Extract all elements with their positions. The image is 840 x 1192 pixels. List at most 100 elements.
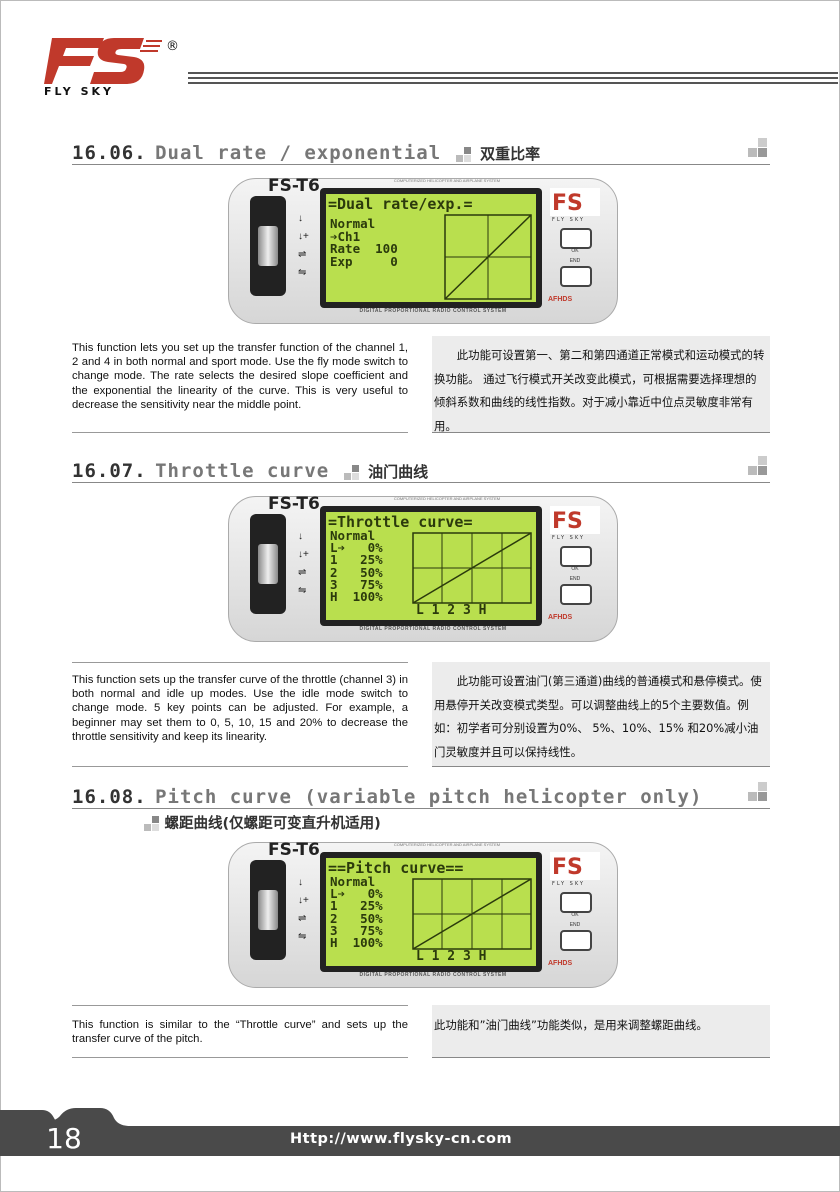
model-label: FS-T6 (268, 176, 320, 196)
section-title-cn: 螺距曲线(仅螺距可变直升机适用) (164, 816, 381, 832)
section-rule (72, 808, 770, 809)
text-rule-cn (432, 432, 770, 433)
tx-footer-text: DIGITAL PROPORTIONAL RADIO CONTROL SYSTE… (359, 308, 507, 314)
tx-footer-text: DIGITAL PROPORTIONAL RADIO CONTROL SYSTE… (359, 972, 507, 978)
ok-label: OK (571, 912, 579, 918)
svg-text:FLY SKY: FLY SKY (552, 217, 585, 222)
section-title-cn: 油门曲线 (368, 463, 429, 481)
transmitter-image: FS-T6 COMPUTERIZED HELICOPTER AND AIRPLA… (228, 838, 618, 990)
corner-squares-icon (748, 456, 768, 476)
text-rule (72, 662, 408, 663)
section-rule (72, 482, 770, 483)
description-cn: 此功能可设置第一、第二和第四通道正常模式和运动模式的转换功能。 通过飞行模式开关… (434, 348, 765, 433)
text-rule (72, 1005, 408, 1006)
corner-squares-icon (748, 138, 768, 158)
description-en: This function lets you set up the transf… (72, 342, 408, 411)
mode-switch (250, 860, 286, 960)
ok-label: OK (571, 566, 579, 572)
lcd-menu: Normal L➔ 0% 1 25% 2 50% 3 75% H 100% (330, 528, 383, 605)
description-cn-box: 此功能可设置第一、第二和第四通道正常模式和运动模式的转换功能。 通过飞行模式开关… (432, 336, 770, 433)
curve-graph (412, 878, 532, 950)
transmitter-image: FS-T6 COMPUTERIZED HELICOPTER AND AIRPLA… (228, 174, 618, 326)
transmitter-image: FS-T6 COMPUTERIZED HELICOPTER AND AIRPLA… (228, 492, 618, 644)
lcd-title: ==Pitch curve== (328, 859, 464, 877)
description-cn: 此功能和”油门曲线”功能类似，是用来调整螺距曲线。 (434, 1018, 708, 1032)
registered-mark: ® (166, 39, 179, 54)
section-heading: 16.07. Throttle curve 油门曲线 (72, 460, 772, 484)
fs-logo-icon: FS FLY SKY (550, 852, 600, 886)
description-en: This function sets up the transfer curve… (72, 674, 408, 743)
model-label: FS-T6 (268, 840, 320, 860)
section-heading: 16.06. Dual rate / exponential 双重比率 (72, 142, 772, 166)
lcd-title: =Throttle curve= (328, 513, 473, 531)
svg-text:FS: FS (552, 191, 583, 216)
header-rule (188, 72, 838, 86)
description-cn: 此功能可设置油门(第三通道)曲线的普通模式和悬停模式。使用悬停开关改变模式类型。… (434, 674, 762, 759)
section-title: Pitch curve (variable pitch helicopter o… (155, 786, 703, 808)
footer-url[interactable]: Http://www.flysky-cn.com (290, 1131, 513, 1147)
trim-icons: ↓↓+⇌⇋ (298, 531, 309, 596)
text-rule (72, 432, 408, 433)
end-button (560, 266, 592, 287)
description-en: This function is similar to the “Throttl… (72, 1019, 408, 1046)
end-label: END (569, 258, 581, 264)
lcd-axis-labels: L 1 2 3 H (416, 603, 487, 618)
tx-banner: COMPUTERIZED HELICOPTER AND AIRPLANE SYS… (393, 842, 501, 847)
ok-label: OK (571, 248, 579, 254)
model-label: FS-T6 (268, 494, 320, 514)
end-button (560, 584, 592, 605)
svg-text:FS: FS (552, 855, 583, 880)
ok-button (560, 228, 592, 249)
fs-logo-icon: FS FLY SKY (550, 188, 600, 222)
end-label: END (569, 922, 581, 928)
trim-icons: ↓↓+⇌⇋ (298, 213, 309, 278)
lcd-screen: =Throttle curve= Normal L➔ 0% 1 25% 2 50… (320, 506, 542, 626)
lcd-menu: Normal L➔ 0% 1 25% 2 50% 3 75% H 100% (330, 874, 383, 951)
page-number: 18 (46, 1122, 82, 1155)
text-rule (72, 1057, 408, 1058)
section-rule (72, 164, 770, 165)
section-title-cn: 双重比率 (480, 145, 541, 163)
lcd-screen: ==Pitch curve== Normal L➔ 0% 1 25% 2 50%… (320, 852, 542, 972)
lcd-title: =Dual rate/exp.= (328, 195, 473, 213)
description-cn-box: 此功能和”油门曲线”功能类似，是用来调整螺距曲线。 (432, 1005, 770, 1057)
mode-switch (250, 196, 286, 296)
lcd-axis-labels: L 1 2 3 H (416, 949, 487, 964)
mode-switch (250, 514, 286, 614)
square-bullet-icon (144, 815, 160, 832)
svg-text:FLY SKY: FLY SKY (552, 535, 585, 540)
curve-graph (444, 214, 532, 300)
text-rule-cn (432, 1057, 770, 1058)
corner-squares-icon (748, 782, 768, 802)
lcd-screen: =Dual rate/exp.= Normal ➔Ch1 Rate 100 Ex… (320, 188, 542, 308)
section-subtitle: 螺距曲线(仅螺距可变直升机适用) (144, 812, 381, 834)
brand-text: FLY SKY (44, 85, 114, 96)
tx-banner: COMPUTERIZED HELICOPTER AND AIRPLANE SYS… (393, 496, 501, 501)
afhds-badge: AFHDS (548, 960, 573, 967)
section-heading: 16.08. Pitch curve (variable pitch helic… (72, 786, 772, 810)
fs-logo-icon: FS FLY SKY (550, 506, 600, 540)
square-bullet-icon (455, 146, 472, 163)
section-number: 16.06. (72, 142, 147, 164)
ok-button (560, 892, 592, 913)
section-number: 16.08. (72, 786, 147, 808)
svg-text:FS: FS (552, 509, 583, 534)
ok-button (560, 546, 592, 567)
afhds-badge: AFHDS (548, 614, 573, 621)
end-button (560, 930, 592, 951)
section-title: Throttle curve (155, 460, 330, 482)
lcd-menu: Normal ➔Ch1 Rate 100 Exp 0 (330, 216, 398, 269)
section-number: 16.07. (72, 460, 147, 482)
tx-footer-text: DIGITAL PROPORTIONAL RADIO CONTROL SYSTE… (359, 626, 507, 632)
flysky-logo: FLY SKY ® (44, 38, 179, 96)
trim-icons: ↓↓+⇌⇋ (298, 877, 309, 942)
text-rule (72, 766, 408, 767)
end-label: END (569, 576, 581, 582)
footer-bar (0, 1126, 840, 1156)
text-rule-cn (432, 766, 770, 767)
page-number-tab: 18 (0, 1108, 130, 1156)
square-bullet-icon (343, 464, 360, 481)
description-cn-box: 此功能可设置油门(第三通道)曲线的普通模式和悬停模式。使用悬停开关改变模式类型。… (432, 662, 770, 766)
afhds-badge: AFHDS (548, 296, 573, 303)
curve-graph (412, 532, 532, 604)
